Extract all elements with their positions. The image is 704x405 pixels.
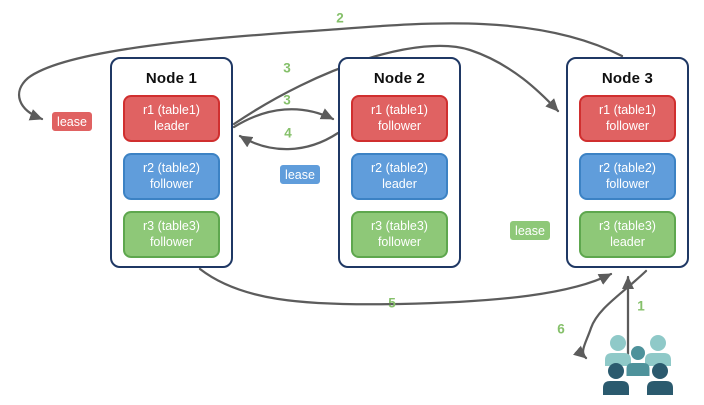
node1-card: Node 1 r1 (table1) leader r2 (table2) fo…	[110, 57, 233, 268]
arrow-6-node3-to-clients	[572, 269, 648, 360]
node1-title: Node 1	[145, 70, 198, 87]
node2-card: Node 2 r1 (table1) follower r2 (table2) …	[338, 57, 461, 268]
node3-title: Node 3	[601, 70, 654, 87]
replica-role: leader	[382, 176, 417, 191]
replica-role: follower	[377, 234, 422, 249]
arrow-3-node1-to-node2	[232, 108, 335, 129]
arrow-label-2: 2	[336, 10, 344, 26]
replica-node1-r1: r1 (table1) leader	[123, 95, 220, 142]
node2-title: Node 2	[373, 70, 426, 87]
arrow-label-3b: 3	[283, 92, 291, 108]
replica-role: follower	[149, 176, 194, 191]
replica-node2-r3: r3 (table3) follower	[351, 211, 448, 258]
users-group-icon	[603, 335, 673, 395]
replica-role: follower	[149, 234, 194, 249]
arrow-2-node3-to-red-lease	[18, 22, 624, 121]
replica-name: r1 (table1)	[143, 103, 200, 118]
replica-name: r3 (table3)	[143, 219, 200, 234]
replica-name: r3 (table3)	[599, 219, 656, 234]
replica-name: r3 (table3)	[371, 219, 428, 234]
replica-node3-r3: r3 (table3) leader	[579, 211, 676, 258]
arrow-label-1: 1	[637, 298, 645, 314]
arrow-label-4: 4	[284, 125, 292, 141]
arrow-4-node2-to-node1	[238, 131, 340, 151]
replica-role: leader	[610, 234, 645, 249]
replica-name: r1 (table1)	[599, 103, 656, 118]
replica-node1-r2: r2 (table2) follower	[123, 153, 220, 200]
replica-node3-r2: r2 (table2) follower	[579, 153, 676, 200]
replica-role: leader	[154, 118, 189, 133]
replica-role: follower	[605, 176, 650, 191]
node3-card: Node 3 r1 (table1) follower r2 (table2) …	[566, 57, 689, 268]
replica-node1-r3: r3 (table3) follower	[123, 211, 220, 258]
lease-badge-blue: lease	[278, 163, 322, 186]
replica-node2-r1: r1 (table1) follower	[351, 95, 448, 142]
arrow-3-node1-to-node3	[232, 44, 560, 126]
arrow-label-3a: 3	[283, 60, 291, 76]
arrow-label-6: 6	[557, 321, 565, 337]
replica-role: follower	[605, 118, 650, 133]
arrow-label-5: 5	[388, 295, 396, 311]
replica-name: r2 (table2)	[143, 161, 200, 176]
replica-node3-r1: r1 (table1) follower	[579, 95, 676, 142]
arrow-5-node1-to-node3	[198, 267, 613, 306]
replica-name: r2 (table2)	[371, 161, 428, 176]
lease-badge-green: lease	[508, 219, 552, 242]
replica-node2-r2: r2 (table2) leader	[351, 153, 448, 200]
replica-name: r1 (table1)	[371, 103, 428, 118]
lease-badge-red: lease	[50, 110, 94, 133]
replica-name: r2 (table2)	[599, 161, 656, 176]
replica-role: follower	[377, 118, 422, 133]
